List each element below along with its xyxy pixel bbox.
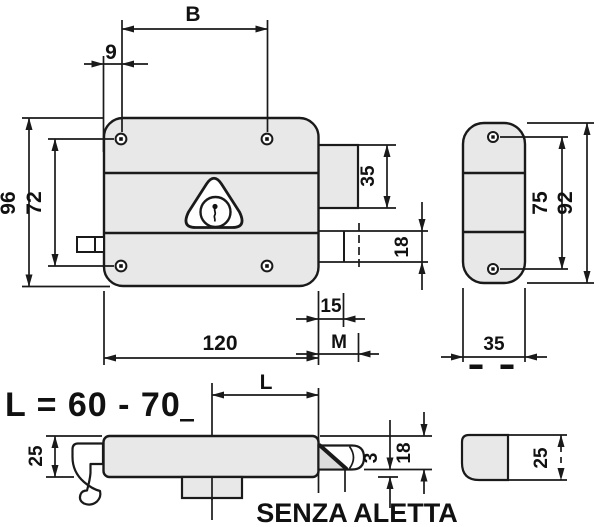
bolt-bevel-edge	[318, 443, 348, 471]
formula-text: L = 60 - 70	[5, 386, 181, 424]
dim-35-latch-label: 35	[358, 165, 379, 187]
screw-hole-top-left	[114, 132, 128, 146]
dim-3-label: 3	[361, 453, 382, 464]
screw-hole-bottom-right	[260, 259, 274, 273]
left-stub	[76, 236, 105, 253]
side-screw-hole-bottom	[487, 263, 499, 275]
dim-35-side-label: 35	[483, 334, 505, 355]
screw-hole-top-right	[260, 132, 274, 146]
dim-B-label: B	[185, 3, 200, 26]
dim-B: B	[121, 3, 269, 132]
side-screw-hole-top	[487, 131, 499, 143]
deadbolt-lines	[318, 223, 428, 269]
dim-25-right-label: 25	[531, 447, 552, 469]
bottom-body	[102, 434, 320, 479]
dim-18-front: 18	[392, 202, 426, 290]
dim-L: L	[211, 371, 320, 493]
dim-L-label: L	[260, 371, 273, 394]
dim-3: 3	[361, 420, 398, 508]
formula-underline	[180, 419, 194, 422]
dim-18-front-label: 18	[392, 236, 413, 257]
dim-25-left-label: 25	[26, 445, 47, 467]
dim-25-left: 25	[26, 435, 102, 478]
dim-18-bottom-label: 18	[394, 442, 415, 463]
caption-text: SENZA ALETTA	[256, 498, 458, 527]
dim-9: 9	[84, 41, 148, 152]
front-view: B 9 96 72 120	[0, 3, 428, 365]
dim-96: 96	[0, 117, 110, 288]
dim-18-bottom: 18	[320, 412, 432, 494]
cylinder	[184, 176, 244, 229]
equal-marks	[469, 364, 514, 369]
dim-92-label: 92	[554, 191, 577, 214]
dim-M-label: M	[331, 332, 347, 353]
bottom-view: L = 60 - 70 L 3	[5, 371, 567, 527]
dim-75-label: 75	[529, 191, 552, 215]
bottom-side-piece	[460, 433, 567, 482]
side-view: 75 92 35	[441, 121, 594, 369]
dim-M: M	[296, 332, 379, 362]
dim-96-label: 96	[0, 191, 20, 214]
dim-72-label: 72	[23, 191, 46, 214]
bottom-latch-bolt	[317, 443, 366, 492]
body-divider-lines	[104, 171, 319, 235]
dim-35-side: 35	[441, 288, 547, 362]
latch-bolt	[316, 143, 360, 210]
dim-120: 120	[103, 291, 320, 365]
side-body	[461, 121, 527, 285]
dim-92: 92	[527, 122, 594, 284]
dim-9-label: 9	[105, 41, 117, 64]
dim-15: 15	[296, 293, 365, 327]
dim-75: 75	[500, 136, 568, 270]
side-divider-lines	[463, 171, 525, 234]
dim-72: 72	[23, 138, 114, 267]
hook	[71, 442, 105, 506]
keyhole-icon	[212, 203, 218, 222]
screw-hole-bottom-left	[114, 259, 128, 273]
dim-120-label: 120	[202, 332, 237, 355]
dim-25-right: 25	[531, 434, 565, 481]
dim-35-latch: 35	[358, 144, 396, 209]
dim-15-label: 15	[320, 296, 342, 317]
